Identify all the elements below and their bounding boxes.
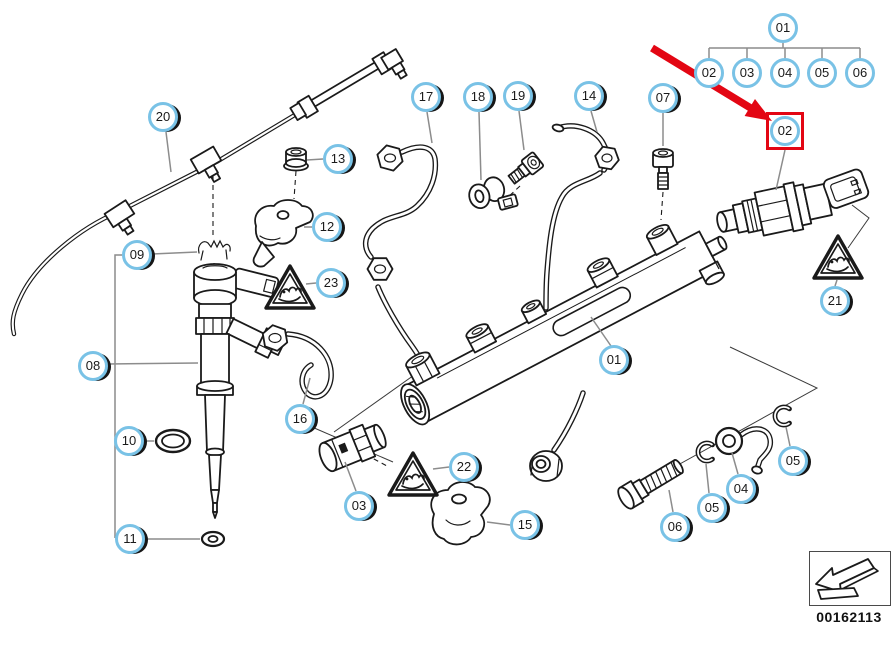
part-bracket-12 [252,199,314,268]
callout-21[interactable]: 21 [820,286,850,316]
callout-05-b[interactable]: 05 [697,493,727,523]
leader-line-05-b [705,463,710,494]
leader-line-05-a [785,426,791,447]
callout-05-a[interactable]: 05 [778,446,808,476]
part-pipe-17 [362,144,439,369]
part-pipe-16 [261,324,334,400]
part-nut-13 [283,147,309,172]
part-injector-08 [193,263,285,519]
part-bolt-07 [652,148,674,190]
part-clip-09 [198,239,231,261]
callout-05-tree[interactable]: 05 [807,58,837,88]
callout-01[interactable]: 01 [599,345,629,375]
callout-03-tree[interactable]: 03 [732,58,762,88]
part-rail-01 [400,223,728,426]
part-oring-10 [154,428,192,454]
callout-10[interactable]: 10 [114,426,144,456]
leader-line-09 [151,251,198,255]
callout-14[interactable]: 14 [574,81,604,111]
plate-number: 00162113 [816,609,882,625]
leader-line-19 [518,110,525,151]
warning-triangle-icon [812,234,864,280]
highlight-arrow-head [744,98,772,121]
warning-triangle-icon [387,451,439,497]
part-sensor-03 [318,423,387,473]
callout-22[interactable]: 22 [449,452,479,482]
callout-19[interactable]: 19 [503,81,533,111]
part-washer-11 [200,530,226,548]
callout-16[interactable]: 16 [285,404,315,434]
leader-line-03 [344,461,357,492]
leader-line-22 [432,466,450,470]
warning-triangles [264,234,864,497]
callout-02-highlight[interactable]: 02 [770,116,800,146]
callout-06[interactable]: 06 [660,512,690,542]
callout-03[interactable]: 03 [344,491,374,521]
leader-line-08 [107,362,199,365]
leader-line-06 [668,489,674,513]
leader-line-20 [165,131,172,173]
callout-09[interactable]: 09 [122,240,152,270]
callout-23[interactable]: 23 [316,268,346,298]
leader-line-04 [731,452,739,475]
callout-18[interactable]: 18 [463,82,493,112]
leader-line-02-highlight [775,149,786,191]
part-pipe-14-lower [529,390,586,482]
axis-lines [304,204,870,487]
leader-line-16 [302,377,311,405]
part-hose-20 [10,48,408,337]
leader-line-18 [478,111,482,181]
part-clamp-15 [430,481,491,546]
callout-07[interactable]: 07 [648,83,678,113]
footer-plate: 00162113 [806,551,892,625]
leader-line-21 [834,279,838,287]
callout-01-root[interactable]: 01 [768,13,798,43]
warning-triangle-icon [264,264,316,310]
callout-04-tree[interactable]: 04 [770,58,800,88]
bracket-line-08 [114,254,122,538]
part-clamp-18 [468,176,519,211]
leader-line-01 [590,316,612,347]
part-bolt-06 [617,459,684,510]
callout-08[interactable]: 08 [78,351,108,381]
callout-15[interactable]: 15 [510,510,540,540]
leader-line-13 [306,158,324,161]
callout-04[interactable]: 04 [726,474,756,504]
part-pipe-14 [543,123,620,311]
tree-connectors [708,43,861,58]
direction-arrow-icon [809,551,891,606]
callout-06-tree[interactable]: 06 [845,58,875,88]
part-washer-05b [695,440,715,464]
leader-line-17 [426,111,433,144]
leader-line-15 [486,521,511,526]
injector-connector [231,267,280,298]
part-banjo-04 [714,426,774,475]
part-washer-05a [772,404,792,428]
callout-20[interactable]: 20 [148,102,178,132]
callout-12[interactable]: 12 [312,212,342,242]
leader-lines [107,110,838,540]
callout-13[interactable]: 13 [323,144,353,174]
part-bolt-19 [507,151,545,185]
leader-line-14 [590,110,598,133]
callout-11[interactable]: 11 [115,524,145,554]
leader-line-23 [305,282,317,285]
part-regulator-02 [716,168,870,237]
callout-17[interactable]: 17 [411,82,441,112]
callout-02-tree[interactable]: 02 [694,58,724,88]
